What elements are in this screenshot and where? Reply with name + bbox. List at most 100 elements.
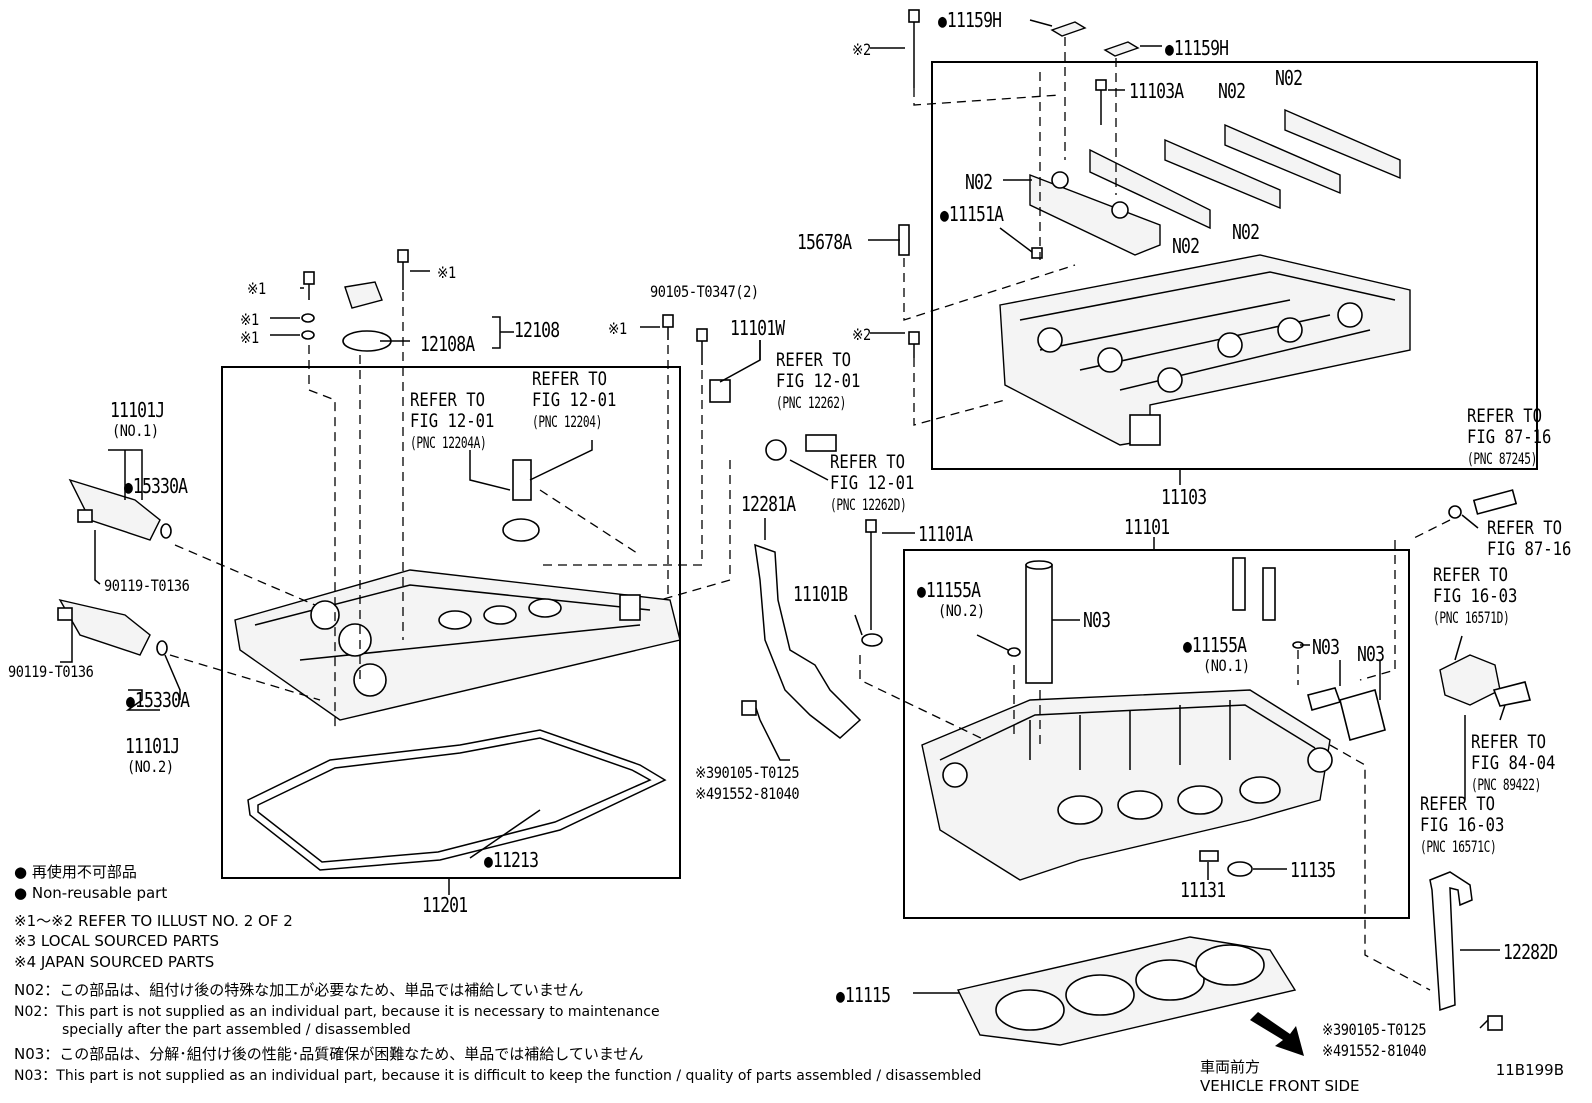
label-11101J-2: 11101J	[125, 734, 180, 758]
ref-16571D-line3: (PNC 16571D)	[1433, 608, 1510, 627]
ref-12262D-line1: REFER TO	[830, 451, 906, 473]
ref-12204-line2: FIG 12-01	[532, 389, 617, 411]
cylinder-head-cover-drawing	[234, 569, 681, 721]
label-90119-T0136-2: 90119-T0136	[8, 662, 94, 681]
engine-hanger-rear-drawing	[1429, 871, 1473, 1012]
label-12281A: 12281A	[741, 492, 796, 516]
bullet-icon: ●	[14, 863, 28, 881]
legend-n02-jp: N02：この部品は、組付け後の特殊な加工が必要なため、単品では補給していません	[14, 981, 584, 999]
ref-16571C-line3: (PNC 16571C)	[1420, 837, 1497, 856]
hose-12262-drawing	[805, 434, 837, 452]
label-n03-a: N03	[1083, 608, 1111, 632]
legend-note-3: ※3 LOCAL SOURCED PARTS	[14, 932, 219, 950]
ref-12204A-line1: REFER TO	[410, 389, 486, 411]
mark-2-top: ※2	[852, 40, 871, 59]
mark-1-e: ※1	[608, 319, 627, 338]
legend-nonreusable-jp: ● 再使用不可部品	[14, 861, 137, 882]
ref-16571C-line1: REFER TO	[1420, 793, 1496, 815]
ref-pnc-12262: REFER TO FIG 12-01 (PNC 12262)	[776, 350, 860, 413]
label-11103A: 11103A	[1129, 79, 1184, 103]
ref-12262D-line2: FIG 12-01	[830, 472, 915, 494]
camshaft-housing-group-box	[931, 61, 1538, 470]
ref-16571D-line1: REFER TO	[1433, 564, 1509, 586]
label-11155A-2: 11155A	[917, 578, 981, 602]
legend-nonreusable-en: ● Non-reusable part	[14, 884, 167, 902]
ref-pnc-12204A: REFER TO FIG 12-01 (PNC 12204A)	[410, 390, 500, 453]
front-direction-en: VEHICLE FRONT SIDE	[1200, 1077, 1360, 1095]
label-11101A: 11101A	[918, 522, 973, 546]
ref-89422-line2: FIG 84-04	[1471, 752, 1556, 774]
ref-12204A-line2: FIG 12-01	[410, 410, 495, 432]
legend-nonreusable-en-text: Non-reusable part	[31, 884, 168, 902]
front-direction-jp: 車両前方	[1200, 1058, 1261, 1076]
ref-87-16-line2: FIG 87-16	[1487, 538, 1572, 560]
ref-87245-line1: REFER TO	[1467, 405, 1543, 427]
label-n02-d: N02	[1172, 234, 1200, 258]
cylinder-head-cover-group-box	[221, 366, 681, 879]
oil-control-valves-drawing	[57, 478, 172, 656]
label-n02-c: N02	[965, 170, 993, 194]
ref-89422-line3: (PNC 89422)	[1471, 775, 1542, 794]
label-11101J-2-sub: (NO.2)	[127, 757, 174, 776]
label-11155A-1: 11155A	[1183, 633, 1247, 657]
label-11155A-1-sub: (NO.1)	[1203, 656, 1250, 675]
ref-16571D-line2: FIG 16-03	[1433, 585, 1518, 607]
label-11213: 11213	[484, 848, 539, 872]
label-11159H-right: 11159H	[1165, 36, 1229, 60]
legend-note-4: ※4 JAPAN SOURCED PARTS	[14, 953, 215, 971]
legend-n03-en: N03：This part is not supplied as an indi…	[14, 1068, 982, 1084]
ref-pnc-12204: REFER TO FIG 12-01 (PNC 12204)	[532, 369, 616, 432]
ref-87245-line3: (PNC 87245)	[1467, 449, 1538, 468]
ref-12262D-line3: (PNC 12262D)	[830, 495, 907, 514]
ref-87-16-line1: REFER TO	[1487, 517, 1563, 539]
label-12282D: 12282D	[1503, 940, 1558, 964]
bearing-caps-drawing	[1029, 21, 1401, 259]
label-11115: 11115	[836, 983, 891, 1007]
label-11201: 11201	[422, 893, 468, 917]
mark-1-d: ※1	[437, 263, 456, 282]
label-15330A-2: 15330A	[126, 688, 190, 712]
label-90105-T0125-a: ※390105-T0125	[695, 763, 800, 782]
legend-note-1: ※1～※2 REFER TO ILLUST NO. 2 OF 2	[14, 912, 293, 930]
label-12108: 12108	[514, 318, 560, 342]
label-15330A-1: 15330A	[124, 474, 188, 498]
ref-pnc-87245: REFER TO FIG 87-16 (PNC 87245)	[1467, 406, 1551, 469]
label-11131: 11131	[1180, 878, 1226, 902]
label-11159H-top: 11159H	[938, 8, 1002, 32]
ref-12262-line2: FIG 12-01	[776, 370, 861, 392]
ref-12262-line1: REFER TO	[776, 349, 852, 371]
label-n03-b: N03	[1312, 635, 1340, 659]
label-11103: 11103	[1161, 485, 1207, 509]
bolts-top-drawing	[898, 9, 1107, 358]
label-n02-b: N02	[1275, 66, 1303, 90]
label-n02-e: N02	[1232, 220, 1260, 244]
cover-small-parts-drawing	[301, 249, 731, 542]
label-90105-T0125-b: ※390105-T0125	[1322, 1020, 1427, 1039]
legend-nonreusable-jp-text: 再使用不可部品	[31, 863, 137, 881]
mark-2-mid: ※2	[852, 325, 871, 344]
ref-pnc-89422: REFER TO FIG 84-04 (PNC 89422)	[1471, 732, 1555, 795]
label-11101: 11101	[1124, 515, 1170, 539]
head-cover-gasket-drawing	[247, 729, 667, 871]
head-bolt-drawing	[865, 519, 877, 533]
label-12108A: 12108A	[420, 332, 475, 356]
ref-16571C-line2: FIG 16-03	[1420, 814, 1505, 836]
ref-12204-line1: REFER TO	[532, 368, 608, 390]
mark-1-a: ※1	[247, 279, 266, 298]
ref-12262-line3: (PNC 12262)	[776, 393, 847, 412]
label-n02-a: N02	[1218, 79, 1246, 103]
seal-11135-drawing	[1227, 861, 1253, 877]
mark-1-b: ※1	[240, 310, 259, 329]
bullet-icon: ●	[14, 884, 28, 902]
ref-89422-line1: REFER TO	[1471, 731, 1547, 753]
mark-1-c: ※1	[240, 328, 259, 347]
label-11151A: 11151A	[940, 202, 1004, 226]
legend-n02-en-1: N02：This part is not supplied as an indi…	[14, 1004, 660, 1020]
label-11101B: 11101B	[793, 582, 848, 606]
plug-11131-drawing	[1199, 850, 1219, 862]
head-gasket-drawing	[956, 936, 1297, 1046]
label-15678A: 15678A	[797, 230, 852, 254]
label-11101W: 11101W	[730, 316, 785, 340]
label-n03-c: N03	[1357, 642, 1385, 666]
